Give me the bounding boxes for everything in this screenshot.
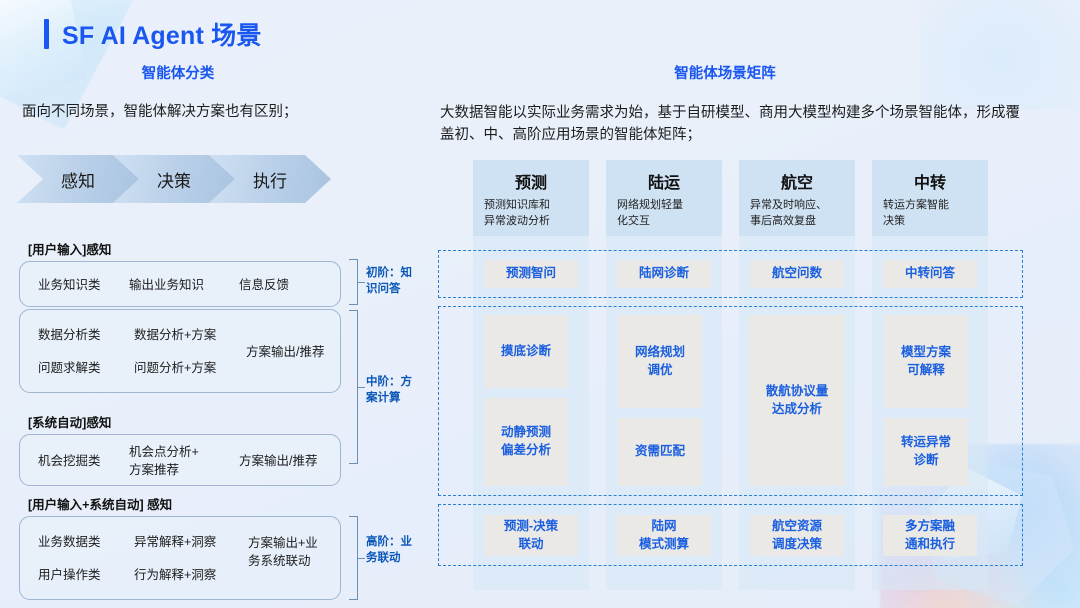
right-panel-description: 大数据智能以实际业务需求为始，基于自研模型、商用大模型构建多个场景智能体，形成覆… <box>440 105 1020 144</box>
matrix-tier-row-basic <box>438 250 1023 298</box>
stage-label-basic: 初阶：知 识问答 <box>366 267 412 296</box>
matrix-cell-air-basic[interactable]: 航空问数 <box>750 260 844 288</box>
matrix-cell-forecast-mid-1[interactable]: 摸底诊断 <box>484 315 568 388</box>
title-accent-bar <box>44 19 49 49</box>
matrix-cell-forecast-basic[interactable]: 预测智问 <box>484 260 578 288</box>
group-label-user-input: [用户输入]感知 <box>28 243 112 257</box>
matrix-cell-air-mid[interactable]: 散航协议量 达成分析 <box>749 315 845 486</box>
matrix-cell-forecast-mid-2[interactable]: 动静预测 偏差分析 <box>484 398 568 486</box>
cell-capability: 异常解释+洞察 <box>134 535 217 550</box>
column-desc: 预测知识库和 异常波动分析 <box>484 199 550 227</box>
matrix-column-header-forecast: 预测 预测知识库和 异常波动分析 <box>473 160 589 236</box>
group-box-system-auto[interactable]: 机会挖掘类 机会点分析+ 方案推荐 方案输出/推荐 <box>19 434 341 486</box>
matrix-cell-ground-advanced[interactable]: 陆网 模式测算 <box>617 515 711 556</box>
cell-output: 信息反馈 <box>238 277 289 292</box>
cell-category: 数据分析类 <box>38 328 101 343</box>
matrix-cell-transfer-basic[interactable]: 中转问答 <box>883 260 977 288</box>
matrix-cell-ground-basic[interactable]: 陆网诊断 <box>617 260 711 288</box>
cell-capability: 问题分析+方案 <box>134 361 217 376</box>
matrix-cell-ground-mid-1[interactable]: 网络规划 调优 <box>618 315 702 408</box>
flow-step-perception[interactable]: 感知 <box>17 155 139 203</box>
matrix-cell-transfer-mid-1[interactable]: 模型方案 可解释 <box>884 315 968 408</box>
group-box-combined[interactable]: 业务数据类 异常解释+洞察 用户操作类 行为解释+洞察 方案输出+业 务系统联动 <box>19 516 341 600</box>
cell-capability: 行为解释+洞察 <box>134 568 217 583</box>
matrix-cell-ground-mid-2[interactable]: 资需匹配 <box>618 418 702 486</box>
cell-output-span: 方案输出+业 务系统联动 <box>248 536 318 569</box>
left-panel-heading: 智能体分类 <box>141 66 215 82</box>
matrix-tier-row-mid <box>438 306 1023 496</box>
stage-bracket-basic <box>349 259 365 305</box>
group-box-user-input[interactable]: 业务知识类 输出业务知识 信息反馈 <box>19 261 341 307</box>
matrix-cell-transfer-mid-2[interactable]: 转运异常 诊断 <box>884 418 968 486</box>
cell-capability: 机会点分析+ 方案推荐 <box>129 444 199 477</box>
scenario-matrix: 预测 预测知识库和 异常波动分析 陆运 网络规划轻量 化交互 航空 异常及时响应… <box>438 160 1023 590</box>
matrix-column-header-air: 航空 异常及时响应、 事后高效复盘 <box>739 160 855 236</box>
stage-bracket-advanced <box>349 516 365 600</box>
column-title: 中转 <box>913 175 946 192</box>
group-label-system-auto: [系统自动]感知 <box>28 416 112 430</box>
matrix-tier-row-advanced <box>438 504 1023 566</box>
matrix-cell-forecast-advanced[interactable]: 预测-决策 联动 <box>484 515 578 556</box>
cell-output-span: 方案输出/推荐 <box>246 345 325 359</box>
column-desc: 异常及时响应、 事后高效复盘 <box>750 199 827 227</box>
group-analysis: 数据分析类 数据分析+方案 问题求解类 问题分析+方案 方案输出/推荐 <box>0 309 430 393</box>
page-title: SF AI Agent 场景 <box>44 16 262 52</box>
cell-category: 业务知识类 <box>38 277 101 292</box>
matrix-column-header-transfer: 中转 转运方案智能 决策 <box>872 160 988 236</box>
cell-output: 方案输出/推荐 <box>238 453 318 468</box>
cell-category: 用户操作类 <box>38 568 101 583</box>
group-label-combined: [用户输入+系统自动] 感知 <box>28 498 173 512</box>
flow-step-decision[interactable]: 决策 <box>113 155 235 203</box>
stage-bracket-mid <box>349 310 365 464</box>
title-text: SF AI Agent 场景 <box>62 22 262 50</box>
column-desc: 网络规划轻量 化交互 <box>617 199 683 227</box>
matrix-cell-air-advanced[interactable]: 航空资源 调度决策 <box>750 515 844 556</box>
right-panel-heading: 智能体场景矩阵 <box>674 66 776 82</box>
column-desc: 转运方案智能 决策 <box>883 199 949 227</box>
group-combined: [用户输入+系统自动] 感知 业务数据类 异常解释+洞察 用户操作类 行为解释+… <box>0 494 430 600</box>
matrix-column-header-ground: 陆运 网络规划轻量 化交互 <box>606 160 722 236</box>
left-panel: 智能体分类 面向不同场景，智能体解决方案也有区别； 感知 决策 执行 [用户输入… <box>0 62 430 602</box>
column-title: 航空 <box>780 175 813 192</box>
group-user-input: [用户输入]感知 业务知识类 输出业务知识 信息反馈 <box>0 239 430 307</box>
right-panel: 智能体场景矩阵 大数据智能以实际业务需求为始，基于自研模型、商用大模型构建多个场… <box>430 62 1080 602</box>
stage-label-advanced: 高阶：业 务联动 <box>366 536 412 565</box>
stage-label-mid: 中阶：方 案计算 <box>366 376 412 405</box>
column-title: 陆运 <box>647 175 680 192</box>
cell-capability: 数据分析+方案 <box>134 328 217 343</box>
left-panel-description: 面向不同场景，智能体解决方案也有区别； <box>22 104 298 120</box>
flow-chevrons: 感知 决策 执行 <box>17 155 331 203</box>
column-title: 预测 <box>514 175 547 192</box>
cell-category: 问题求解类 <box>38 361 101 376</box>
group-system-auto: [系统自动]感知 机会挖掘类 机会点分析+ 方案推荐 方案输出/推荐 <box>0 412 430 486</box>
group-box-analysis[interactable]: 数据分析类 数据分析+方案 问题求解类 问题分析+方案 方案输出/推荐 <box>19 309 341 393</box>
matrix-cell-transfer-advanced[interactable]: 多方案融 通和执行 <box>883 515 977 556</box>
cell-category: 业务数据类 <box>38 535 101 550</box>
cell-category: 机会挖掘类 <box>38 453 101 468</box>
cell-capability: 输出业务知识 <box>129 277 205 292</box>
